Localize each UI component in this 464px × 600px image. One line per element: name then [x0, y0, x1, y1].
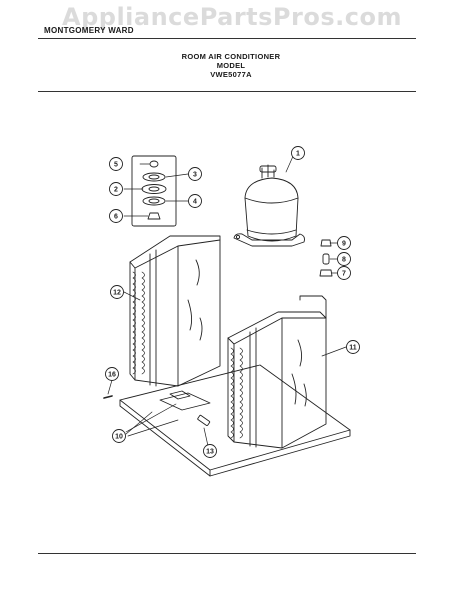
- svg-text:11: 11: [349, 345, 357, 352]
- base-pan: [119, 364, 351, 477]
- svg-text:6: 6: [114, 214, 118, 221]
- callout-10: 10: [112, 429, 126, 443]
- leader-lines: [107, 153, 347, 447]
- svg-text:2: 2: [114, 187, 118, 194]
- svg-text:3: 3: [193, 172, 197, 179]
- callout-8: 8: [337, 252, 351, 266]
- callout-7: 7: [337, 266, 351, 280]
- condenser-coil: [129, 235, 221, 387]
- callout-16: 16: [105, 367, 119, 381]
- bottom-rule: [38, 553, 416, 554]
- title-block: ROOM AIR CONDITIONER MODEL VWE5077A: [120, 52, 342, 79]
- top-rule: [38, 38, 416, 39]
- title-model-label: MODEL: [216, 61, 246, 70]
- svg-text:16: 16: [108, 372, 116, 379]
- svg-text:5: 5: [114, 162, 118, 169]
- svg-text:12: 12: [113, 290, 121, 297]
- grommet-parts: [131, 155, 177, 227]
- callout-13: 13: [203, 444, 217, 458]
- svg-text:13: 13: [206, 449, 214, 456]
- header-brand: MONTGOMERY WARD: [44, 26, 134, 35]
- callout-6: 6: [109, 209, 123, 223]
- callout-2: 2: [109, 182, 123, 196]
- callout-9: 9: [337, 236, 351, 250]
- watermark: AppliancePartsPros.com: [62, 3, 402, 31]
- mid-rule: [38, 91, 416, 92]
- svg-text:9: 9: [342, 241, 346, 248]
- compressor: [233, 164, 305, 247]
- svg-text:7: 7: [342, 271, 346, 278]
- svg-text:10: 10: [115, 434, 123, 441]
- evaporator-coil: [227, 295, 327, 449]
- svg-text:1: 1: [296, 151, 300, 158]
- title-product: ROOM AIR CONDITIONER: [181, 52, 281, 61]
- callout-5: 5: [109, 157, 123, 171]
- fastener-parts: [319, 239, 333, 277]
- callouts: 1 5 3 2 4 6 9 8 7 12 11 16 10 13: [105, 146, 360, 458]
- callout-1: 1: [291, 146, 305, 160]
- callout-12: 12: [110, 285, 124, 299]
- callout-3: 3: [188, 167, 202, 181]
- svg-text:8: 8: [342, 257, 346, 264]
- svg-text:4: 4: [193, 199, 197, 206]
- small-parts: [103, 395, 211, 426]
- title-model-number: VWE5077A: [210, 70, 252, 79]
- callout-11: 11: [346, 340, 360, 354]
- callout-4: 4: [188, 194, 202, 208]
